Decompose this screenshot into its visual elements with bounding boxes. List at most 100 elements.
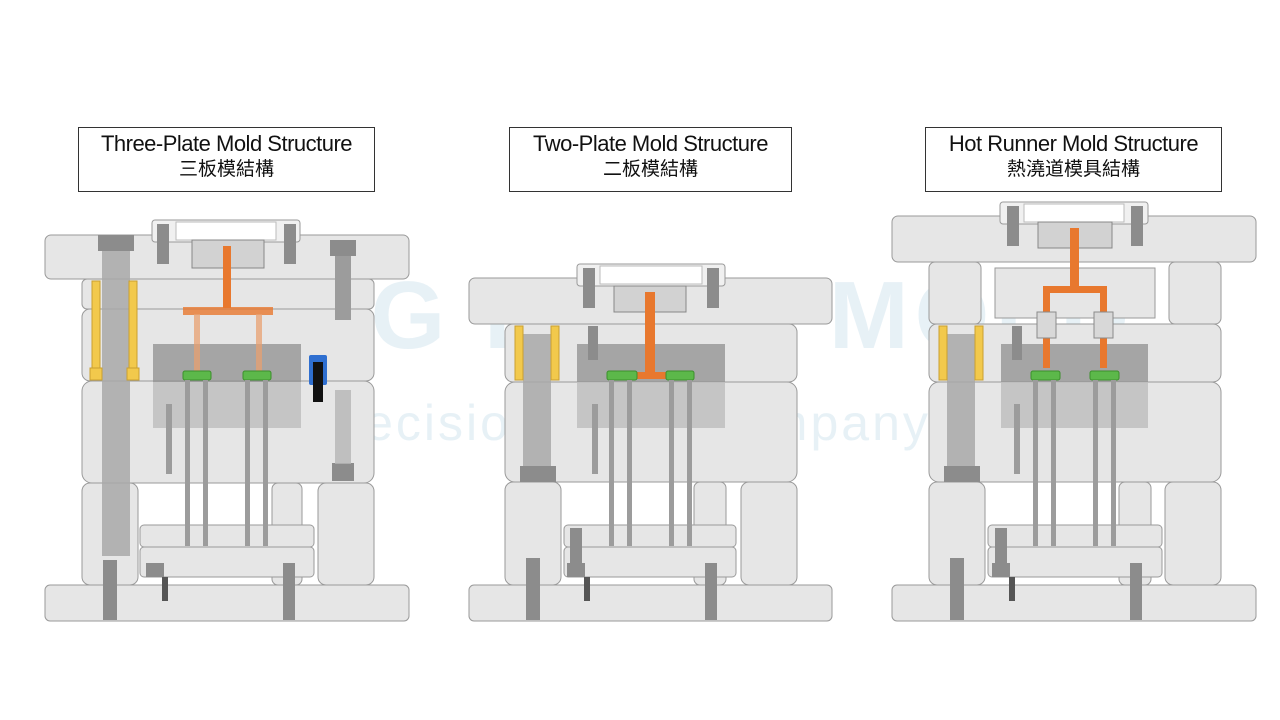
two-plate-mold — [468, 263, 833, 622]
locating-ring-inner — [175, 221, 277, 241]
gate-ring-left — [182, 370, 212, 381]
bottom-clamp-plate — [891, 584, 1257, 622]
bottom-clamp-plate — [44, 584, 410, 622]
puller-bolt-lock-core — [313, 362, 323, 402]
gate-ring-right — [242, 370, 272, 381]
gate-ring-left — [606, 370, 638, 381]
bolt-5 — [705, 563, 717, 620]
return-pin — [1014, 404, 1020, 474]
manifold-melt — [1043, 286, 1107, 293]
bolt-2 — [284, 224, 296, 264]
guide-bushing-right — [550, 325, 560, 381]
sprue-puller — [570, 528, 582, 564]
guide-bushing-left — [91, 280, 101, 380]
sprue-puller-tip — [162, 577, 168, 601]
ejector-pin-3 — [1093, 380, 1098, 546]
bolt-2 — [707, 268, 719, 308]
ejector-pin-2 — [1051, 380, 1056, 546]
ejector-pin-4 — [687, 380, 692, 546]
sprue-puller — [995, 528, 1007, 564]
bolt-4 — [283, 563, 295, 620]
title-two-plate: Two-Plate Mold Structure 二板模結構 — [509, 127, 792, 192]
sprue-puller-tip — [584, 577, 590, 601]
guide-bushing-right — [128, 280, 138, 380]
ejector-retainer-plate — [987, 524, 1163, 548]
locating-ring-inner — [1023, 203, 1125, 223]
guide-pin — [523, 334, 551, 468]
sprue-melt — [645, 292, 655, 374]
core-insert — [1001, 382, 1148, 428]
bolt-3 — [103, 560, 117, 620]
sprue-puller — [146, 563, 164, 577]
ejector-pin-4 — [263, 380, 268, 546]
title-three-plate-zh: 三板模結構 — [178, 158, 274, 180]
core-insert — [577, 382, 725, 428]
title-three-plate-en: Three-Plate Mold Structure — [100, 131, 353, 156]
sprue-melt — [223, 246, 231, 308]
gate-ring-left — [1030, 370, 1061, 381]
ejector-plate — [563, 546, 737, 578]
sprue-puller-tip — [1009, 577, 1015, 601]
manifold-spacer-left — [928, 261, 982, 325]
bolt-5 — [1130, 563, 1142, 620]
hot-runner-mold — [891, 201, 1257, 622]
bolt-4 — [950, 558, 964, 620]
core-insert — [153, 382, 301, 428]
bolt-3 — [1012, 326, 1022, 360]
bolt-3 — [588, 326, 598, 360]
manifold-spacer-right — [1168, 261, 1222, 325]
ejector-pin-1 — [185, 380, 190, 546]
title-two-plate-en: Two-Plate Mold Structure — [533, 131, 768, 156]
spacer-block-right — [1164, 481, 1222, 586]
ejector-retainer-plate — [139, 524, 315, 548]
guide-bushing-cap-2 — [126, 367, 140, 381]
support-pin-right — [335, 256, 351, 320]
sprue-puller-base — [992, 563, 1010, 577]
title-three-plate: Three-Plate Mold Structure 三板模結構 — [78, 127, 375, 192]
spacer-block-right — [740, 481, 798, 586]
ejector-pin-3 — [669, 380, 674, 546]
ejector-pin-2 — [627, 380, 632, 546]
ejector-pin-3 — [245, 380, 250, 546]
spacer-block-right — [317, 482, 375, 586]
title-hot-runner-zh: 熱澆道模具結構 — [1006, 158, 1140, 180]
sprue-puller-base — [567, 563, 585, 577]
nozzle-left — [1036, 311, 1057, 339]
bolt-4 — [526, 558, 540, 620]
ejector-plate — [987, 546, 1163, 578]
bottom-clamp-plate — [468, 584, 833, 622]
drop-melt-right — [256, 314, 262, 372]
guide-bushing-right — [974, 325, 984, 381]
return-pin — [592, 404, 598, 474]
title-two-plate-zh: 二板模結構 — [602, 158, 698, 180]
nozzle-right — [1093, 311, 1114, 339]
ejector-pin-2 — [203, 380, 208, 546]
drop-melt-left — [194, 314, 200, 372]
support-pin-right-lower-shaft — [335, 390, 351, 464]
title-hot-runner: Hot Runner Mold Structure 熱澆道模具結構 — [925, 127, 1222, 192]
title-hot-runner-en: Hot Runner Mold Structure — [948, 131, 1199, 156]
bolt-2 — [1131, 206, 1143, 246]
guide-bushing-left — [514, 325, 524, 381]
runner-melt — [183, 307, 273, 315]
guide-bushing-cap-1 — [89, 367, 103, 381]
ejector-pin-1 — [609, 380, 614, 546]
guide-bushing-left — [938, 325, 948, 381]
bolt-1 — [583, 268, 595, 308]
runner-melt — [608, 372, 692, 379]
ejector-pin-4 — [1111, 380, 1116, 546]
support-pin-right-lower — [332, 463, 354, 481]
guide-pin — [947, 334, 975, 468]
cavity-insert — [153, 344, 301, 382]
guide-pin-head — [944, 466, 980, 482]
ejector-retainer-plate — [563, 524, 737, 548]
support-pin-right-head — [330, 240, 356, 256]
ejector-plate — [139, 546, 315, 578]
ejector-pin-1 — [1033, 380, 1038, 546]
bolt-1 — [1007, 206, 1019, 246]
cavity-insert — [1001, 344, 1148, 382]
return-pin — [166, 404, 172, 474]
sprue-melt — [1070, 228, 1079, 290]
long-guide-pin — [98, 235, 134, 251]
